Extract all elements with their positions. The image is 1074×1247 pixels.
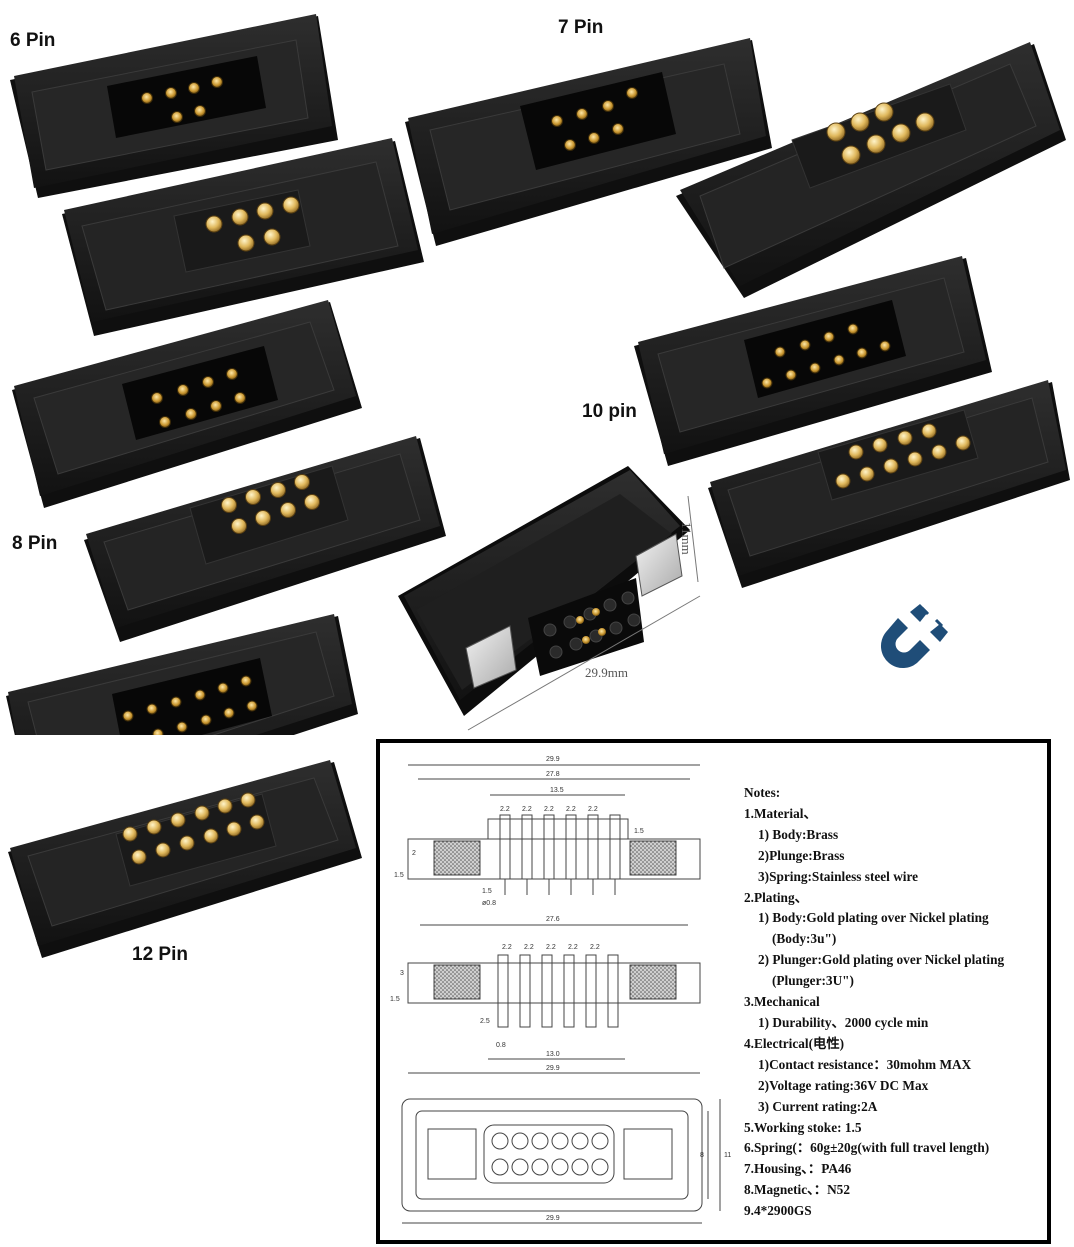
connector-7pin-female xyxy=(405,38,772,246)
label-10-pin: 10 pin xyxy=(582,401,637,422)
label-12-pin: 12 Pin xyxy=(132,944,188,965)
dim-2-2-a: 2.2 xyxy=(500,806,510,813)
connector-photo xyxy=(6,14,1070,735)
connector-10pin-magnetic-housing xyxy=(398,466,701,731)
dim-27-6: 27.6 xyxy=(546,916,560,923)
connector-6pin-female xyxy=(10,14,338,198)
dim-m-2-2-b: 2.2 xyxy=(524,944,534,951)
note-line: 6.Spring(：60g±20g(with full travel lengt… xyxy=(744,1140,990,1156)
note-line: 1) Body:Brass xyxy=(758,826,839,842)
dim-2-5: 2.5 xyxy=(480,1018,490,1025)
connector-12pin-female xyxy=(6,614,358,735)
note-line: 3.Mechanical xyxy=(744,994,820,1010)
note-line: 8.Magnetic、：N52 xyxy=(744,1182,850,1198)
dim-8: 8 xyxy=(700,1152,704,1159)
note-line: 1) Durability、2000 cycle min xyxy=(758,1014,929,1030)
dimension-height-label: 11mm xyxy=(679,522,694,555)
technical-drawing: 29.9 27.8 13.5 2.2 2.2 2.2 2.2 2.2 1.5 2… xyxy=(390,756,731,1224)
connector-6pin-male xyxy=(62,138,424,336)
note-line: (Plunger:3U") xyxy=(772,973,854,989)
note-line: Notes: xyxy=(744,785,781,800)
dim-2-2-d: 2.2 xyxy=(566,806,576,813)
dim-2-2-c: 2.2 xyxy=(544,806,554,813)
connector-10pin-female xyxy=(634,256,992,466)
connector-7pin-male xyxy=(676,42,1066,298)
connector-8pin-female xyxy=(12,300,362,508)
note-line: 9.4*2900GS xyxy=(744,1203,812,1219)
note-line: 1.Material、 xyxy=(744,805,817,821)
connector-8pin-male xyxy=(84,436,446,642)
dim-m-2-2-e: 2.2 xyxy=(590,944,600,951)
note-line: 3)Spring:Stainless steel wire xyxy=(758,868,919,884)
dim-m-29-9: 29.9 xyxy=(546,1065,560,1072)
note-line: 1) Body:Gold plating over Nickel plating xyxy=(758,910,989,926)
dim-2: 2 xyxy=(412,850,416,857)
dim-b-29-9: 29.9 xyxy=(546,1215,560,1222)
drawing-dimension-labels: 29.9 27.8 13.5 2.2 2.2 2.2 2.2 2.2 1.5 2… xyxy=(390,756,731,1222)
label-8-pin: 8 Pin xyxy=(12,533,58,554)
label-6-pin: 6 Pin xyxy=(10,30,56,51)
dim-27-8: 27.8 xyxy=(546,771,560,778)
dim-m-2-2-c: 2.2 xyxy=(546,944,556,951)
label-7-pin: 7 Pin xyxy=(558,17,604,38)
dim-3: 3 xyxy=(400,970,404,977)
dim-1-5-c: 1.5 xyxy=(482,888,492,895)
dim-2-2-e: 2.2 xyxy=(588,806,598,813)
dim-13-0: 13.0 xyxy=(546,1051,560,1058)
spec-drawing-panel: 29.9 27.8 13.5 2.2 2.2 2.2 2.2 2.2 1.5 2… xyxy=(376,739,1051,1244)
dim-13-5: 13.5 xyxy=(550,787,564,794)
note-line: 2) Plunger:Gold plating over Nickel plat… xyxy=(758,952,1005,968)
magnet-icon xyxy=(880,604,948,669)
connector-12pin-male xyxy=(8,760,362,958)
note-line: (Body:3u") xyxy=(772,931,837,947)
dim-dia-0-8: ø0.8 xyxy=(482,900,496,907)
note-line: 5.Working stoke: 1.5 xyxy=(744,1119,862,1135)
note-line: 4.Electrical(电性) xyxy=(744,1035,845,1051)
dim-m-2-2-d: 2.2 xyxy=(568,944,578,951)
dim-1-5-a: 1.5 xyxy=(634,828,644,835)
dim-0-8: 0.8 xyxy=(496,1042,506,1049)
note-line: 2)Plunge:Brass xyxy=(758,847,845,863)
dimension-width-label: 29.9mm xyxy=(585,665,628,680)
note-line: 2)Voltage rating:36V DC Max xyxy=(758,1077,929,1093)
dim-m-2-2-a: 2.2 xyxy=(502,944,512,951)
dim-1-5-b: 1.5 xyxy=(394,872,404,879)
note-line: 3) Current rating:2A xyxy=(758,1098,878,1114)
note-line: 2.Plating、 xyxy=(744,889,808,905)
dim-29-9-top: 29.9 xyxy=(546,756,560,763)
note-line: 7.Housing、：PA46 xyxy=(744,1161,852,1177)
dim-m-1-5: 1.5 xyxy=(390,996,400,1003)
spec-notes: Notes: 1.Material、 1) Body:Brass 2)Plunge:B… xyxy=(744,783,1044,1222)
dim-2-2-b: 2.2 xyxy=(522,806,532,813)
dim-11: 11 xyxy=(724,1152,731,1159)
connector-10pin-male xyxy=(708,380,1070,588)
note-line: 1)Contact resistance：30mohm MAX xyxy=(758,1056,972,1072)
